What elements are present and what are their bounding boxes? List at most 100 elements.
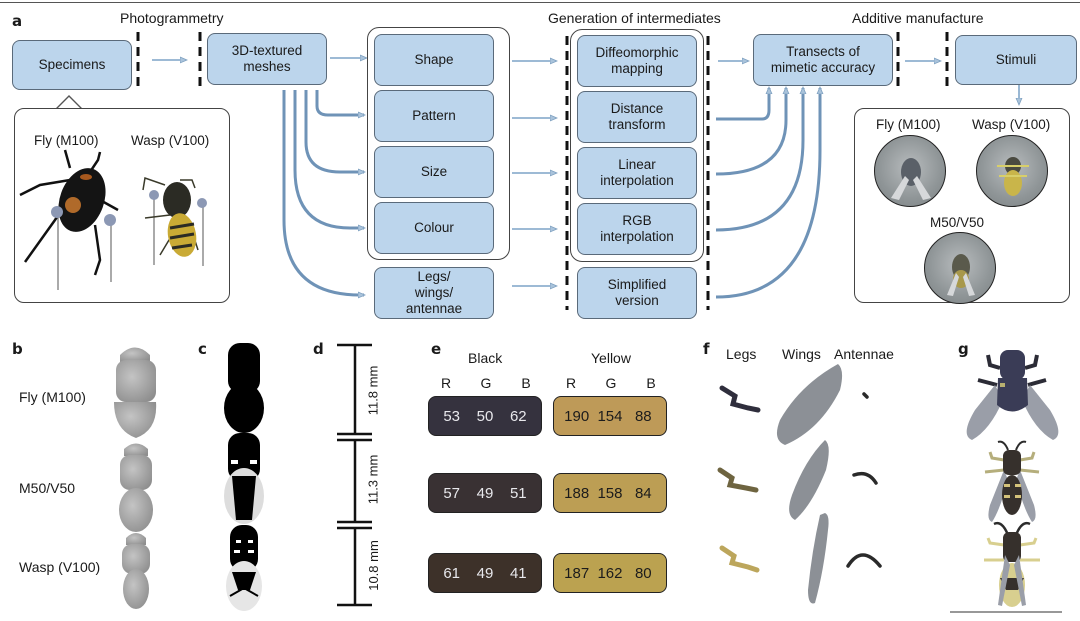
value: 62: [509, 407, 527, 425]
distance-line2: transform: [608, 117, 666, 132]
simplified-line2: version: [615, 293, 659, 308]
panel-letter-d: d: [313, 340, 324, 358]
model-mid: [984, 440, 1040, 522]
panel-letter-g: g: [958, 340, 969, 358]
fly-specimen-image: [19, 149, 119, 290]
transects-line2: mimetic accuracy: [770, 60, 876, 75]
leg-fly: [719, 385, 761, 413]
arrow-linear-transects: [715, 88, 786, 176]
legs-line3: antennae: [405, 301, 463, 316]
value: 53: [443, 407, 460, 425]
box-colour: Colour: [374, 202, 494, 254]
leg-wasp: [719, 545, 760, 573]
panel-letter-c: c: [198, 340, 207, 358]
arrow-rgb-transects: [715, 88, 803, 232]
f-header-wings: Wings: [782, 346, 821, 362]
value: 51: [509, 484, 527, 502]
arrow-meshes-legs: [282, 90, 364, 295]
value: 61: [443, 564, 460, 582]
b-label-wasp: Wasp (V100): [19, 559, 101, 575]
linear-line2: interpolation: [600, 173, 674, 188]
box-shape: Shape: [374, 34, 494, 86]
top-rule: [0, 2, 1080, 3]
shape-fly: [114, 347, 157, 438]
value: 49: [476, 564, 494, 582]
value: 162: [597, 564, 623, 582]
stimulus-wasp-disc: [976, 135, 1048, 207]
value: 84: [634, 484, 652, 502]
arrow-distance-transects: [716, 88, 769, 121]
linear-line1: Linear: [618, 157, 656, 172]
wing-mid: [789, 440, 829, 520]
stimuli-label-mid: M50/V50: [930, 215, 985, 230]
model-wasp: [984, 521, 1040, 607]
pattern-m50v50: [224, 433, 264, 524]
swatch-black-3: 61 49 41: [428, 553, 542, 593]
meshes-line2: meshes: [243, 59, 291, 74]
f-header-antennae: Antennae: [834, 346, 894, 362]
pattern-fly: [224, 343, 264, 433]
box-stimuli: Stimuli: [955, 35, 1077, 85]
value: 158: [597, 484, 623, 502]
stage-label-photogrammetry: Photogrammetry: [120, 10, 224, 26]
simplified-line1: Simplified: [607, 277, 667, 292]
wasp-specimen-image: [142, 176, 207, 266]
diffeo-line2: mapping: [611, 61, 663, 76]
value: 41: [509, 564, 527, 582]
wing-fly: [776, 364, 843, 445]
e-header-yellow: Yellow: [591, 350, 631, 366]
stimuli-label-fly: Fly (M100): [876, 117, 941, 132]
antenna-fly: [862, 392, 869, 399]
box-legs-wings-antennae: Legs/wings/antennae: [374, 267, 494, 319]
pattern-wasp: [226, 525, 262, 611]
b-label-mid: M50/V50: [19, 480, 76, 496]
specimens-photo-box: [14, 108, 230, 303]
diffeo-line1: Diffeomorphic: [595, 45, 679, 60]
legs-line2: wings/: [414, 285, 454, 300]
e-black-r: R: [440, 375, 452, 391]
e-yellow-r: R: [565, 375, 577, 391]
e-yellow-g: G: [605, 375, 617, 391]
distance-line1: Distance: [610, 101, 664, 116]
stimuli-label: Stimuli: [995, 52, 1037, 67]
box-specimens-label: Specimens: [38, 57, 106, 72]
rgb-line1: RGB: [622, 213, 652, 228]
f-header-legs: Legs: [726, 346, 757, 362]
meshes-line1: 3D-textured: [231, 43, 303, 58]
colour-label: Colour: [414, 220, 454, 235]
panel-letter-e: e: [431, 340, 442, 358]
e-yellow-b: B: [646, 375, 656, 391]
stimulus-fly-disc: [874, 135, 946, 207]
value: 187: [564, 564, 590, 582]
box-size: Size: [374, 146, 494, 198]
value: 188: [564, 484, 590, 502]
panel-letter-b: b: [12, 340, 23, 358]
wing-wasp: [808, 513, 829, 604]
value: 190: [564, 407, 590, 425]
stimulus-mid-disc: [924, 232, 996, 304]
legs-line1: Legs/: [417, 269, 451, 284]
specimen-label-fly: Fly (M100): [34, 133, 99, 148]
arrow-meshes-size: [304, 90, 364, 172]
value: 88: [634, 407, 652, 425]
arrow-meshes-colour: [293, 90, 364, 228]
swatch-yellow-2: 188 158 84: [553, 473, 667, 513]
antenna-mid: [852, 471, 878, 485]
stage-label-additive: Additive manufacture: [852, 10, 984, 26]
value: 57: [443, 484, 460, 502]
